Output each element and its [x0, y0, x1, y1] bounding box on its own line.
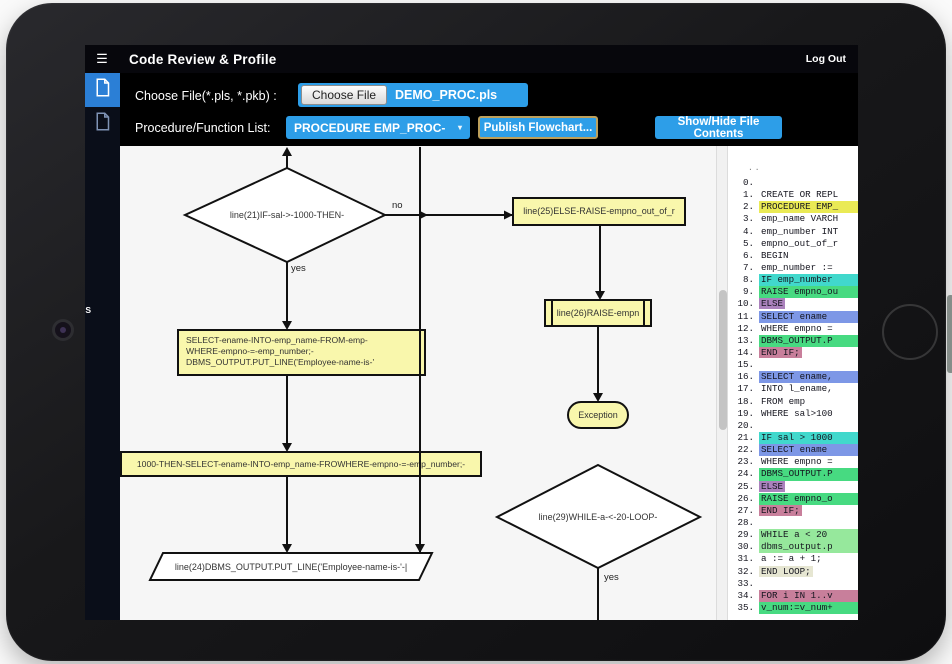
merged-box-text: 1000-THEN-SELECT-ename-INTO-emp_name-FRO…: [137, 459, 465, 469]
flowchart-canvas: line(21)IF-sal->-1000-THEN- line(25)ELSE…: [120, 146, 716, 620]
edge-label-yes-if: yes: [291, 263, 306, 274]
procedure-list-label: Procedure/Function List:: [135, 121, 271, 135]
code-line: 28.: [737, 516, 754, 528]
code-line: 20.: [737, 419, 754, 431]
output-parallelogram-text: line(24)DBMS_OUTPUT.PUT_LINE('Employee-n…: [175, 562, 407, 572]
code-line: 23.WHERE empno =: [737, 456, 833, 468]
code-line: 3.emp_name VARCH: [742, 213, 839, 225]
code-overflow-marker: ..: [748, 164, 762, 173]
code-line: 13.DBMS_OUTPUT.P: [734, 334, 858, 347]
code-line: 25.ELSE: [737, 480, 786, 492]
else-raise-box-text: line(25)ELSE-RAISE-empno_out_of_r: [523, 206, 675, 216]
edge-label-no: no: [392, 200, 403, 211]
code-line: 22.SELECT ename: [734, 444, 858, 457]
document-icon: [95, 78, 110, 102]
raise-box-shape: [544, 299, 652, 327]
vertical-scrollbar[interactable]: [716, 146, 728, 620]
select-box-line1: SELECT-ename-INTO-emp_name-FROM-emp-: [186, 335, 368, 345]
select-box-shape: [177, 329, 426, 376]
exception-oval-text: Exception: [578, 410, 618, 420]
code-line: 4.emp_number INT: [742, 225, 839, 237]
edge-label-yes-while: yes: [604, 572, 619, 583]
logout-button[interactable]: Log Out: [805, 53, 846, 65]
sidebar: IS: [85, 73, 120, 620]
code-line: 2.PROCEDURE EMP_: [734, 201, 858, 214]
sidebar-item-file-1[interactable]: [85, 73, 120, 107]
code-line: 7.emp_number :=: [742, 261, 833, 273]
code-line: 26.RAISE empno_o: [734, 492, 858, 505]
code-line: 18.FROM emp: [737, 395, 806, 407]
code-line: 14.END IF;: [737, 346, 802, 358]
select-box-line2: WHERE-empno-=-emp_number;-: [186, 346, 314, 356]
code-line: 6.BEGIN: [742, 249, 789, 261]
code-line: 29.WHILE a < 20: [734, 529, 858, 542]
toolbar: Choose File(*.pls, *.pkb) : Choose File …: [120, 73, 858, 146]
selected-filename: DEMO_PROC.pls: [395, 88, 498, 102]
hamburger-menu-icon[interactable]: ☰: [96, 51, 108, 66]
app-title: Code Review & Profile: [129, 51, 277, 67]
code-line: 17.INTO l_ename,: [737, 383, 833, 395]
procedure-select[interactable]: PROCEDURE EMP_PROC- ▾: [286, 116, 470, 139]
select-box-line3: DBMS_OUTPUT.PUT_LINE('Employee-name-is-': [186, 357, 374, 367]
procedure-row: Procedure/Function List: PROCEDURE EMP_P…: [120, 115, 858, 141]
camera-icon: [55, 322, 71, 338]
code-line: 21.IF sal > 1000: [734, 431, 858, 445]
file-row: Choose File(*.pls, *.pkb) : Choose File …: [120, 83, 858, 109]
code-line: 10.ELSE: [737, 298, 786, 310]
app-screen: ☰ Code Review & Profile Log Out IS Choos…: [85, 45, 858, 620]
code-line: 12.WHERE empno =: [737, 322, 833, 334]
if-diamond-text: line(21)IF-sal->-1000-THEN-: [230, 210, 344, 220]
code-line: 34.FOR i IN 1..v: [734, 589, 858, 602]
code-line: 32.END LOOP;: [737, 565, 813, 577]
code-line: 15.: [737, 359, 754, 371]
sidebar-item-file-2[interactable]: [85, 107, 120, 141]
choose-file-button[interactable]: Choose File: [301, 85, 388, 105]
file-input-wrap: Choose File DEMO_PROC.pls: [298, 83, 528, 107]
clipped-text-fragment: IS: [85, 305, 92, 315]
code-line: 1.CREATE OR REPL: [742, 189, 839, 201]
code-line: 16.SELECT ename,: [734, 371, 858, 384]
chevron-down-icon: ▾: [457, 123, 462, 132]
code-line: 5.empno_out_of_r: [742, 237, 839, 249]
document-icon: [95, 112, 110, 136]
procedure-select-value: PROCEDURE EMP_PROC-: [294, 120, 446, 135]
code-line: 0.: [742, 177, 754, 188]
code-line: 24.DBMS_OUTPUT.P: [734, 468, 858, 481]
code-line: 33.: [737, 577, 754, 589]
navbar: ☰ Code Review & Profile Log Out: [85, 45, 858, 73]
show-hide-file-contents-button[interactable]: Show/Hide File Contents: [655, 116, 782, 140]
side-button: [947, 295, 952, 373]
code-line: 35.v_num:=v_num+: [734, 601, 858, 615]
flow-arrowheads: [282, 147, 605, 553]
code-line: 9.RAISE empno_ou: [734, 286, 858, 299]
publish-flowchart-button[interactable]: Publish Flowchart...: [478, 116, 598, 139]
code-line: 8.IF emp_number: [734, 274, 858, 287]
raise-box-text: line(26)RAISE-empn: [557, 308, 640, 318]
flowchart-svg: line(21)IF-sal->-1000-THEN- line(25)ELSE…: [120, 147, 703, 620]
home-button-ring: [882, 304, 938, 360]
code-line: 30.dbms_output.p: [734, 541, 858, 554]
code-line: 19.WHERE sal>100: [737, 407, 833, 419]
choose-file-label: Choose File(*.pls, *.pkb) :: [135, 89, 277, 103]
while-diamond-text: line(29)WHILE-a-<-20-LOOP-: [539, 512, 658, 522]
output-parallelogram-shape: [148, 552, 434, 581]
code-line: 11.SELECT ename: [734, 310, 858, 323]
scrollbar-thumb[interactable]: [719, 290, 727, 430]
code-line: 31.a := a + 1;: [737, 553, 822, 565]
code-line: 27.END IF;: [737, 504, 802, 516]
